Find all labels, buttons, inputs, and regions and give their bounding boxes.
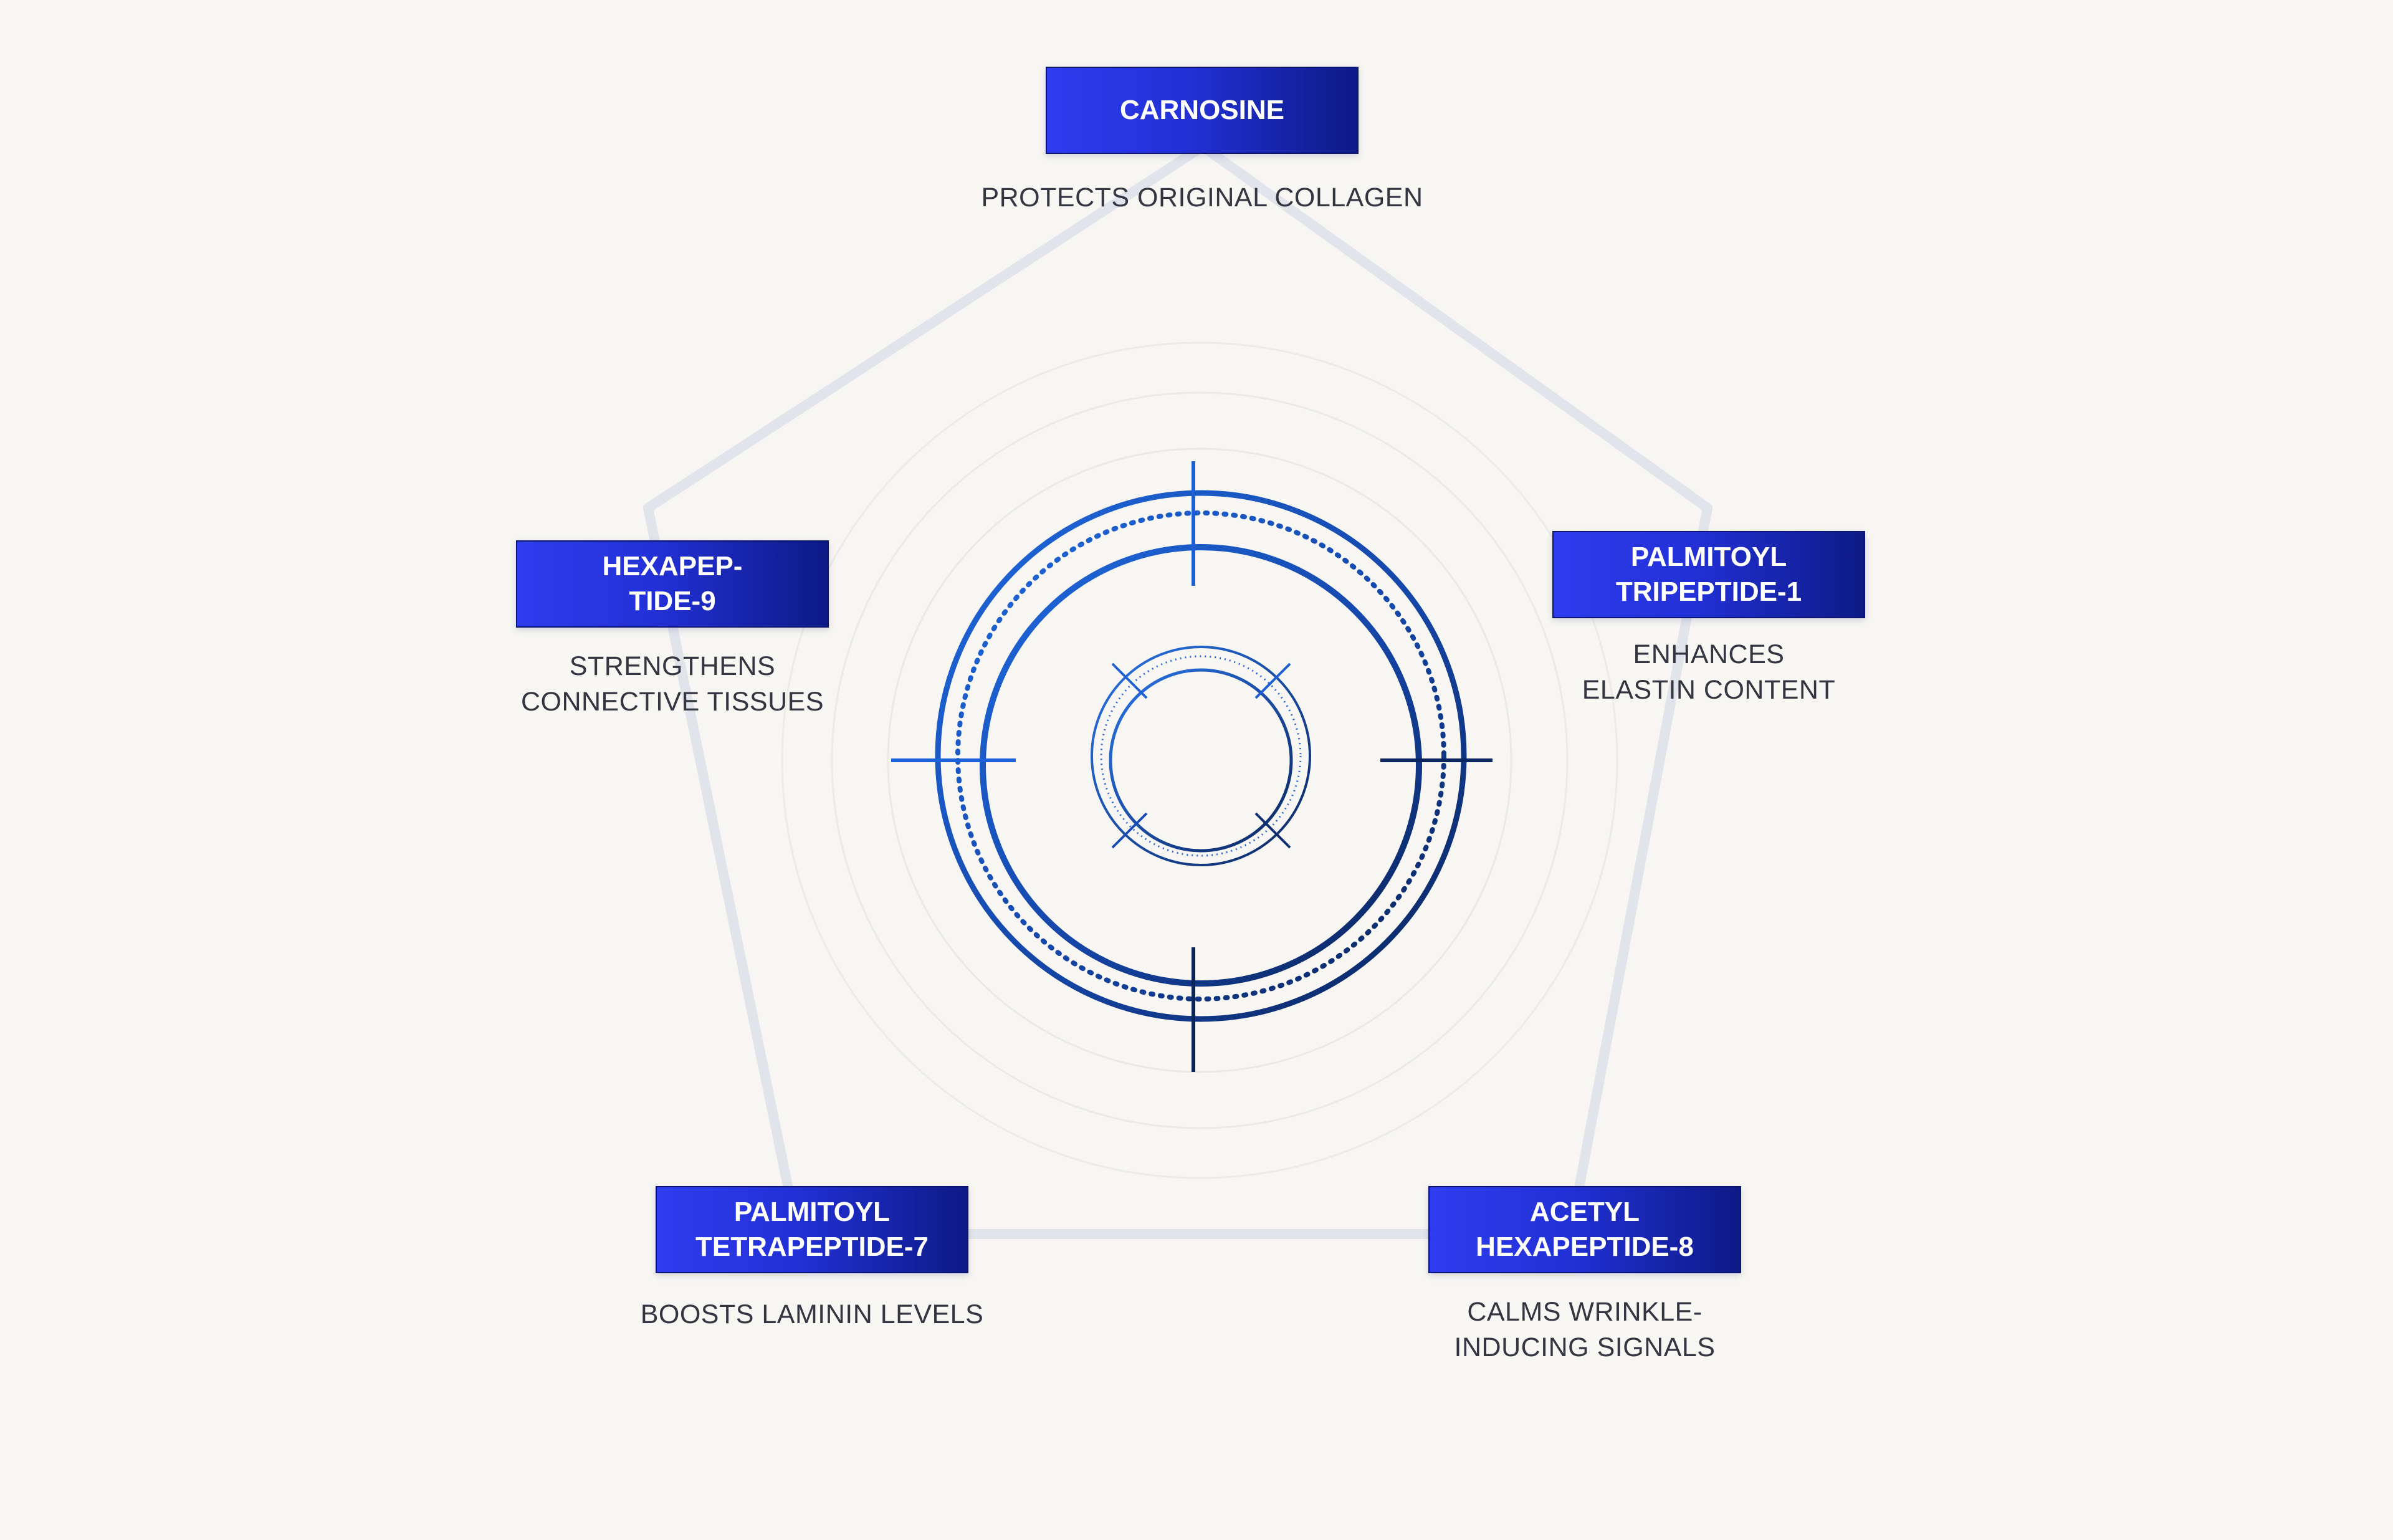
- node-hexapeptide-9: HEXAPEP- TIDE-9 STRENGTHENS CONNECTIVE T…: [516, 540, 829, 720]
- core-ring-outer: [1091, 646, 1311, 866]
- core-ring-inner: [1109, 668, 1293, 853]
- ingredient-label: HEXAPEP- TIDE-9: [516, 540, 829, 628]
- node-palmitoyl-tripeptide-1: PALMITOYL TRIPEPTIDE-1 ENHANCES ELASTIN …: [1552, 531, 1865, 708]
- ingredient-description: CALMS WRINKLE- INDUCING SIGNALS: [1454, 1297, 1716, 1362]
- node-carnosine: CARNOSINE PROTECTS ORIGINAL COLLAGEN: [981, 67, 1423, 216]
- halo-ring: [887, 447, 1512, 1073]
- halo-ring: [831, 391, 1569, 1129]
- ingredient-label: ACETYL HEXAPEPTIDE-8: [1428, 1186, 1741, 1273]
- ingredient-description: BOOSTS LAMININ LEVELS: [640, 1299, 984, 1329]
- inner-ring: [980, 544, 1422, 987]
- node-acetyl-hexapeptide-8: ACETYL HEXAPEPTIDE-8 CALMS WRINKLE- INDU…: [1428, 1186, 1741, 1365]
- ingredient-label: CARNOSINE: [1046, 67, 1359, 154]
- ingredient-label: PALMITOYL TRIPEPTIDE-1: [1552, 531, 1865, 618]
- core-ring-dotted: [1100, 655, 1302, 857]
- core-tick-sw: [1111, 812, 1148, 849]
- ingredient-label: PALMITOYL TETRAPEPTIDE-7: [656, 1186, 968, 1273]
- ingredient-description: PROTECTS ORIGINAL COLLAGEN: [981, 183, 1423, 213]
- dotted-ring: [955, 510, 1446, 1002]
- core-tick-nw: [1111, 662, 1148, 699]
- ingredient-description: STRENGTHENS CONNECTIVE TISSUES: [520, 651, 824, 717]
- ingredient-description: ENHANCES ELASTIN CONTENT: [1582, 639, 1836, 705]
- outer-ring: [935, 490, 1467, 1022]
- pentagon-frame: [643, 141, 1712, 1239]
- core-tick-ne: [1254, 662, 1291, 699]
- node-palmitoyl-tetrapeptide-7: PALMITOYL TETRAPEPTIDE-7 BOOSTS LAMININ …: [641, 1186, 983, 1332]
- halo-ring: [781, 342, 1618, 1179]
- core-tick-se: [1254, 812, 1291, 849]
